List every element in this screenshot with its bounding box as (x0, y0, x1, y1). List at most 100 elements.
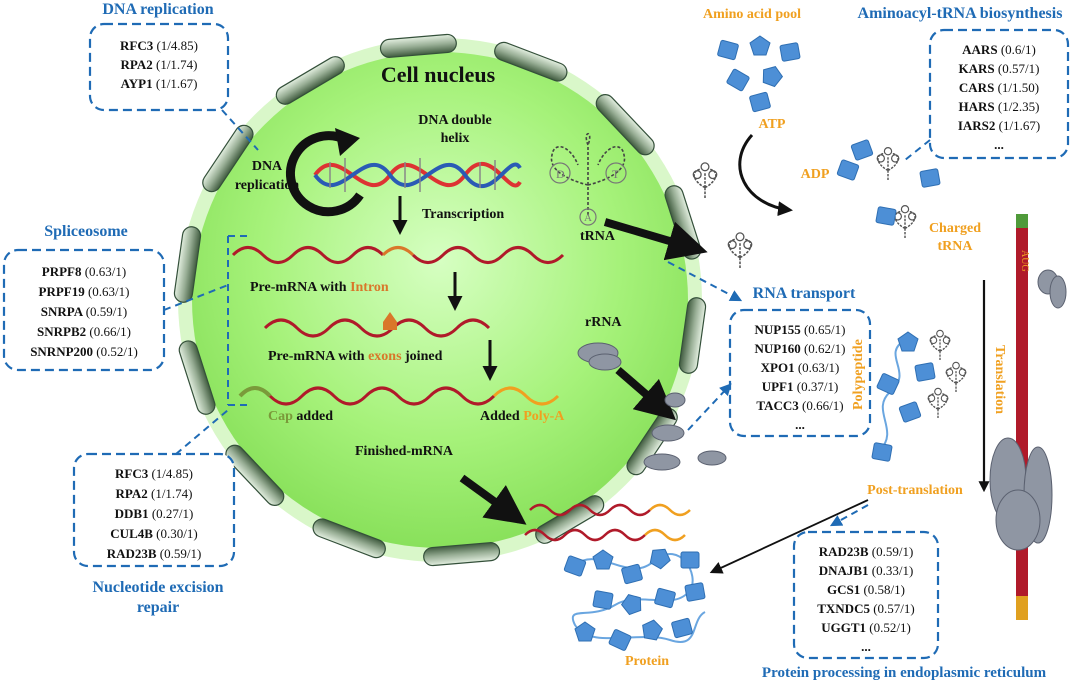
mature-mrna-strand (238, 386, 560, 406)
ribosome-top (1037, 269, 1067, 309)
polypeptide-label: Polypeptide (851, 339, 866, 410)
er-title: Protein processing in endoplasmic reticu… (762, 665, 1047, 681)
gene-entry: UGGT1 (0.52/1) (821, 620, 911, 635)
dna-replication-title: DNA replication (102, 1, 213, 18)
mrna-export-arrow (459, 474, 527, 525)
gene-entry: PRPF19 (0.63/1) (39, 284, 130, 299)
ner-gene-list: RFC3 (1/4.85) RPA2 (1/1.74) DDB1 (0.27/1) C… (107, 466, 202, 561)
gene-entry: RPA2 (1/1.74) (115, 486, 192, 501)
pre-mrna-exons-label: Pre-mRNA with exons joined (268, 349, 443, 364)
gene-entry: SNRNP200 (0.52/1) (30, 344, 138, 359)
more-ellipsis: ... (994, 137, 1004, 152)
nuclear-pore-segment (423, 542, 501, 567)
spliceosome-connector (163, 235, 248, 406)
trna-export-arrow (603, 218, 708, 261)
svg-text:T: T (612, 167, 620, 181)
nuclear-pore-segment (312, 518, 386, 559)
rna-transport-gene-list: NUP155 (0.65/1) NUP160 (0.62/1) XPO1 (0.63… (755, 322, 846, 432)
charged-trnas (836, 138, 941, 239)
charged-trna-label-1: Charged (929, 221, 981, 236)
gene-entry: DNAJB1 (0.33/1) (819, 563, 914, 578)
mrna-bar-polya (1016, 596, 1028, 620)
folded-protein (563, 543, 706, 652)
svg-text:A: A (584, 212, 592, 224)
dna-replication-inner-label-2: replication (235, 178, 300, 193)
gene-entry: NUP160 (0.62/1) (755, 341, 846, 356)
polypeptide-chain (871, 329, 967, 462)
pre-mrna-intron-strand (231, 246, 565, 264)
dna-double-helix (313, 158, 522, 192)
gene-entry: SNRPB2 (0.66/1) (37, 324, 131, 339)
exported-mrna (524, 503, 691, 542)
er-connector (829, 504, 869, 527)
dna-replication-box (88, 22, 230, 112)
rrna-label: rRNA (585, 315, 622, 330)
dna-replication-gene-list: RFC3 (1/4.85)RPA2 (1/1.74)AYP1 (1/1.67) (120, 38, 198, 91)
nuclear-envelope (173, 33, 707, 567)
nuclear-pore-segment (379, 33, 457, 58)
dna-replication-connector (221, 109, 259, 151)
gene-entry: RAD23B (0.59/1) (819, 544, 914, 559)
nuclear-pore-segment (678, 297, 707, 374)
gene-entry: CUL4B (0.30/1) (110, 526, 197, 541)
pre-mrna-intron-label: Pre-mRNA with Intron (250, 280, 389, 295)
ribosome-translating (989, 437, 1053, 551)
protein-arrow (709, 499, 869, 574)
pre-mrna-exons-strand (263, 312, 491, 338)
rna-transport-title: RNA transport (753, 285, 856, 302)
dna-replication-inner-label-1: DNA (252, 159, 283, 174)
gene-entry: RFC3 (1/4.85) (115, 466, 193, 481)
aminoacyl-box (928, 28, 1070, 160)
nuclear-pore-segment (178, 340, 216, 415)
amino-acid-shapes (716, 35, 801, 113)
trna-label: tRNA (580, 229, 616, 244)
ner-title-1: Nucleotide excision (92, 579, 223, 596)
gene-entry: RFC3 (1/4.85) (120, 38, 198, 53)
gene-entry: AARS (0.6/1) (962, 42, 1036, 57)
aminoacyl-gene-list: AARS (0.6/1)KARS (0.57/1)CARS (1/1.50)HA… (958, 42, 1040, 152)
ner-box (72, 452, 236, 568)
gene-entry: CARS (1/1.50) (959, 80, 1039, 95)
gene-entry: SNRPA (0.59/1) (41, 304, 127, 319)
gene-entry: NUP155 (0.65/1) (755, 322, 846, 337)
gene-entry: RAD23B (0.59/1) (107, 546, 202, 561)
gene-entry: RPA2 (1/1.74) (120, 57, 197, 72)
gene-entry: IARS2 (1/1.67) (958, 118, 1040, 133)
gene-entry: TACC3 (0.66/1) (756, 398, 843, 413)
more-ellipsis: ... (795, 417, 805, 432)
nuclear-pore-segment (595, 94, 655, 156)
rrna-ribosome (577, 342, 622, 371)
rna-transport-box (728, 308, 872, 438)
nuclear-pore-segment (202, 124, 254, 193)
protein-label: Protein (625, 654, 669, 669)
gene-entry: XPO1 (0.63/1) (761, 360, 840, 375)
rrna-export-arrow (615, 366, 677, 421)
er-box (792, 530, 940, 660)
nuclear-pore-segment (275, 56, 345, 105)
rna-transport-connector-1 (667, 261, 743, 302)
added-polya-label: Added Poly-A (480, 409, 565, 424)
gene-entry: UPF1 (0.37/1) (762, 379, 839, 394)
svg-text:D: D (556, 167, 565, 181)
cap-added-label: Cap added (268, 409, 333, 424)
gene-entry: DDB1 (0.27/1) (115, 506, 194, 521)
nuclear-pore-segment (494, 41, 568, 82)
post-translation-label: Post-translation (867, 483, 963, 498)
nuclear-pore-segment (225, 444, 285, 506)
translation-label: Translation (992, 345, 1007, 414)
nucleus-title: Cell nucleus (381, 62, 496, 87)
aminoacyl-connector (904, 139, 931, 161)
trna-cloverleaf: D T A (549, 132, 627, 226)
spliceosome-title: Spliceosome (44, 223, 128, 240)
gene-entry: TXNDC5 (0.57/1) (817, 601, 915, 616)
nuclear-pore-segment (173, 226, 202, 303)
dna-double-helix-label-1: DNA double (418, 113, 492, 128)
spliceosome-gene-list: PRPF8 (0.63/1) PRPF19 (0.63/1) SNRPA (0.59… (30, 264, 138, 359)
gene-entry: PRPF8 (0.63/1) (42, 264, 127, 279)
aug-label: AUG (1019, 250, 1030, 272)
gene-entry: HARS (1/2.35) (959, 99, 1040, 114)
finished-mrna-label: Finished-mRNA (355, 444, 454, 459)
atp-adp-arrow (738, 133, 793, 217)
replication-cycle-arrow (286, 128, 364, 217)
